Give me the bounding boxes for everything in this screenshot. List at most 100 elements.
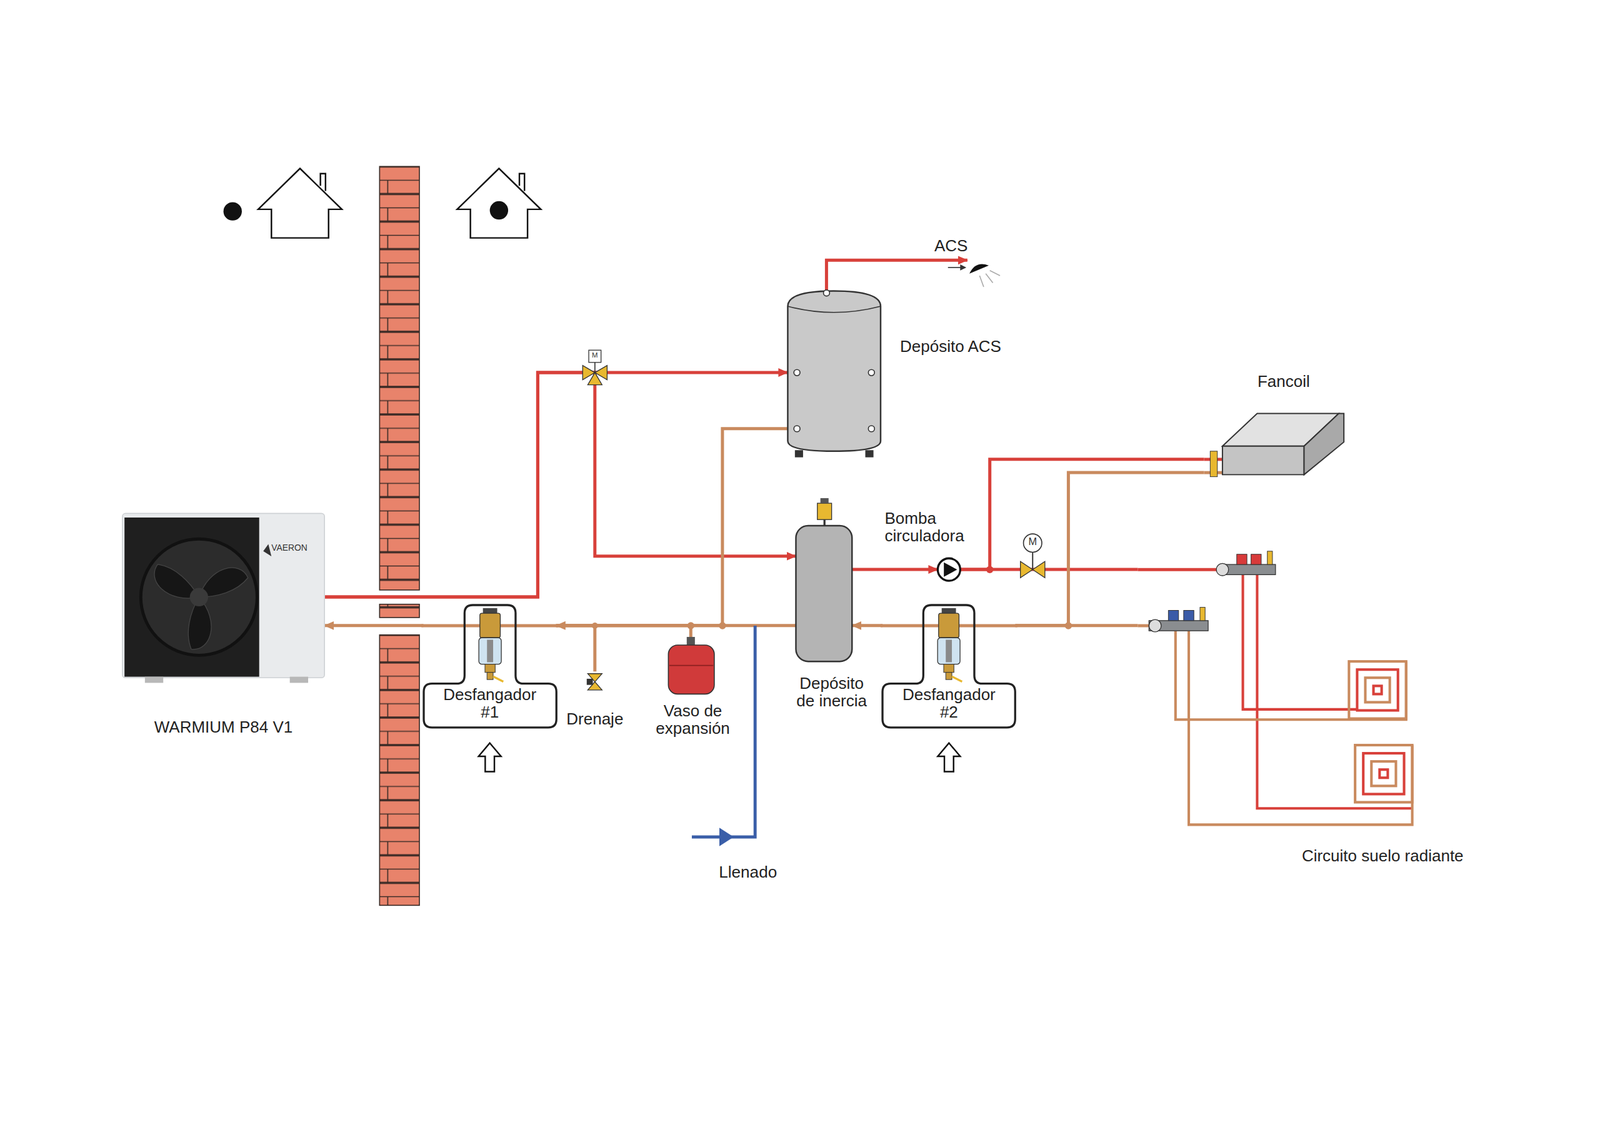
service-arrow — [478, 743, 502, 772]
pipe-connector — [556, 625, 692, 639]
node-label: Vaso de expansión — [651, 701, 734, 737]
node-label: Fancoil — [1243, 372, 1325, 390]
floor-loop-coil — [1365, 677, 1390, 702]
underfloor-circuit: Circuito suelo radiante — [1137, 551, 1429, 870]
manifold-vent — [1200, 607, 1205, 621]
tank-leg — [865, 450, 874, 457]
unit-foot — [145, 676, 164, 684]
pipe-label: Llenado — [696, 862, 799, 882]
manifold-vent — [1267, 551, 1273, 565]
pipe-connector — [1015, 623, 1139, 627]
manifold-cap — [1251, 554, 1262, 565]
pipe-connector — [324, 623, 424, 627]
flow-arrow-line — [948, 266, 962, 269]
buffer-tank-node: Depósito de inercia — [795, 525, 852, 662]
floor-loop-pipe — [1243, 574, 1358, 710]
tank-port — [868, 369, 875, 376]
brick-wall — [379, 604, 420, 618]
buffer-tank — [795, 525, 852, 662]
valve-stem — [1031, 551, 1034, 570]
service-arrow — [937, 743, 960, 772]
pipe-junction — [1065, 621, 1072, 629]
dirt-separator: Desfangador #2 — [882, 605, 1015, 728]
actuator-letter: M — [1023, 535, 1042, 548]
pipe-connector — [851, 623, 883, 627]
node-label: ACS — [930, 236, 972, 255]
separator-border — [423, 605, 557, 728]
separator-cap — [941, 608, 957, 614]
separator-drain-handle — [493, 676, 504, 682]
expansion-vessel — [668, 645, 714, 694]
brick-wall — [379, 635, 420, 906]
pump-triangle — [943, 562, 957, 577]
floor-loop-coil — [1363, 753, 1404, 794]
floor-loop-coil — [1379, 769, 1388, 778]
separator-drain-handle — [951, 676, 962, 682]
circulation-pump — [937, 558, 960, 581]
pipe-connector — [556, 428, 789, 626]
manifold-gauge — [1216, 563, 1229, 576]
fan-ring — [140, 538, 257, 655]
separator-glass — [478, 637, 502, 664]
air-vent-cap — [820, 498, 829, 504]
tank-port — [793, 369, 800, 376]
pipe-junction — [718, 621, 726, 629]
dhw-outlet: ACS — [967, 255, 1005, 286]
separator-magnet — [945, 640, 952, 663]
separator-body — [938, 613, 960, 638]
separator-body — [479, 613, 500, 638]
separator-drain-valve — [945, 672, 952, 680]
house-chimney — [519, 173, 525, 192]
tank-top-seam — [787, 306, 881, 313]
drain-handle — [586, 678, 594, 685]
tank-port — [823, 290, 830, 297]
motorised-valve — [1020, 561, 1045, 578]
heat-pump-grille — [124, 517, 260, 677]
vessel-seam — [669, 665, 714, 667]
pipe-segment — [1137, 568, 1220, 572]
node-label: Drenaje — [554, 710, 637, 728]
pipe-segment — [1137, 624, 1149, 628]
pipe-connector — [826, 260, 967, 291]
heat-pump-casing — [122, 513, 325, 678]
node-label: Desfangador #2 — [898, 685, 999, 721]
fill-arrow — [719, 827, 734, 846]
brick-wall — [379, 166, 420, 590]
floor-loop-coil — [1371, 761, 1396, 786]
unit-foot — [290, 676, 309, 684]
pump-node: Bomba circuladora — [937, 558, 960, 581]
node-label: Depósito de inercia — [790, 674, 873, 710]
separator-magnet — [486, 640, 494, 663]
manifold-cap — [1168, 610, 1179, 621]
drain-valve-node: Drenaje — [585, 671, 604, 694]
brand-name: VAERON — [271, 543, 323, 554]
air-vent — [817, 503, 832, 520]
expansion-vessel-node: Vaso de expansión — [668, 637, 714, 694]
brand-logo-mark — [263, 543, 272, 557]
house-icon — [456, 168, 541, 239]
fancoil-valve — [1210, 451, 1217, 477]
dirt-separator: Desfangador #1 — [423, 605, 557, 728]
indoor-dot — [490, 201, 509, 220]
tank-leg — [795, 450, 804, 457]
fan-hub — [190, 588, 209, 607]
fancoil-node: Fancoil — [1204, 408, 1348, 478]
floor-loop-pipe — [1188, 630, 1413, 825]
shower-head — [969, 263, 989, 274]
outdoor-dot — [223, 201, 242, 220]
node-label: Bomba circuladora — [885, 509, 987, 545]
house-chimney — [320, 173, 326, 192]
pipe-connector — [851, 568, 938, 572]
floor-loop-coil — [1355, 745, 1412, 802]
pipe-junction — [591, 622, 599, 629]
air-vent-stem — [823, 519, 826, 526]
tank-port — [868, 425, 875, 432]
fancoil-front — [1222, 446, 1305, 475]
pipe-connector — [556, 625, 595, 672]
separator-cap — [482, 608, 497, 614]
floor-loop-coil — [1373, 685, 1382, 694]
flow-arrow-head — [960, 264, 967, 271]
floor-loop-coil — [1356, 669, 1398, 710]
